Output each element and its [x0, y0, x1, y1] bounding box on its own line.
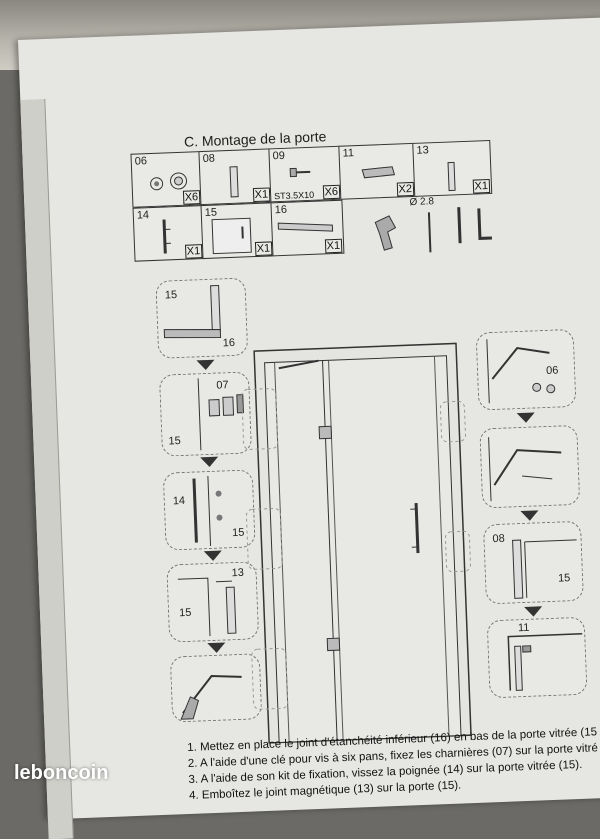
- callout-16: 16: [223, 337, 236, 349]
- tools-icon: [355, 197, 517, 263]
- right-step2-panel: [479, 425, 580, 509]
- callout-13: 13: [231, 567, 244, 579]
- part-qty: X6: [182, 190, 200, 205]
- callout-06: 06: [546, 365, 559, 377]
- right-step1-drawing: [477, 330, 576, 410]
- part-qty: X1: [324, 239, 342, 254]
- callout-15: 15: [165, 289, 178, 301]
- shower-door-drawing: [252, 341, 477, 749]
- callout-15: 15: [179, 607, 192, 619]
- part-spec: ST3.5X10: [274, 190, 314, 202]
- down-arrow: [517, 412, 535, 423]
- step1-panel: 15 16: [155, 277, 248, 358]
- manual-page: C. Montage de la porte 06 X6 08 X1 09 ST…: [18, 17, 600, 819]
- leboncoin-watermark: leboncoin: [14, 762, 108, 785]
- part-11: 11 X2: [338, 143, 416, 200]
- part-08: 08 X1: [198, 148, 272, 205]
- down-arrow: [204, 551, 222, 562]
- page-edge: [20, 99, 73, 839]
- right-step1-panel: 06: [476, 329, 577, 411]
- drill-size-label: Ø 2.8: [409, 196, 434, 208]
- step2-panel: 07 15: [159, 371, 252, 456]
- callout-11: 11: [518, 622, 530, 634]
- callout-15: 15: [232, 527, 245, 539]
- part-15: 15 X1: [200, 202, 274, 259]
- callout-07: 07: [216, 379, 229, 391]
- part-qty: X1: [472, 179, 490, 194]
- callout-08: 08: [492, 533, 505, 545]
- step4-panel: 13 15: [166, 561, 259, 642]
- down-arrow: [207, 642, 225, 653]
- part-14: 14 X1: [133, 205, 205, 262]
- down-arrow: [200, 457, 218, 468]
- step5-panel: [170, 653, 262, 722]
- down-arrow: [520, 510, 538, 521]
- step4-drawing: [167, 562, 258, 641]
- right-step3-panel: 08 15: [483, 521, 584, 605]
- down-arrow: [196, 360, 214, 371]
- part-13: 13 X1: [412, 140, 492, 197]
- part-qty: X1: [185, 244, 203, 259]
- right-step4-drawing: [488, 618, 587, 698]
- callout-14: 14: [173, 495, 186, 507]
- part-16: 16 X1: [270, 200, 344, 257]
- step5-drawing: [171, 654, 261, 721]
- right-step2-drawing: [480, 426, 579, 508]
- right-step4-panel: 11: [487, 617, 588, 699]
- part-qty: X1: [252, 187, 270, 202]
- part-06: 06 X6: [130, 151, 202, 208]
- callout-15: 15: [168, 435, 181, 447]
- callout-15: 15: [558, 572, 571, 584]
- down-arrow: [524, 606, 542, 617]
- part-09: 09 ST3.5X10 X6: [268, 146, 342, 203]
- step3-panel: 14 15: [163, 469, 256, 550]
- part-qty: X6: [322, 185, 340, 200]
- part-qty: X2: [396, 182, 414, 197]
- part-qty: X1: [254, 241, 272, 256]
